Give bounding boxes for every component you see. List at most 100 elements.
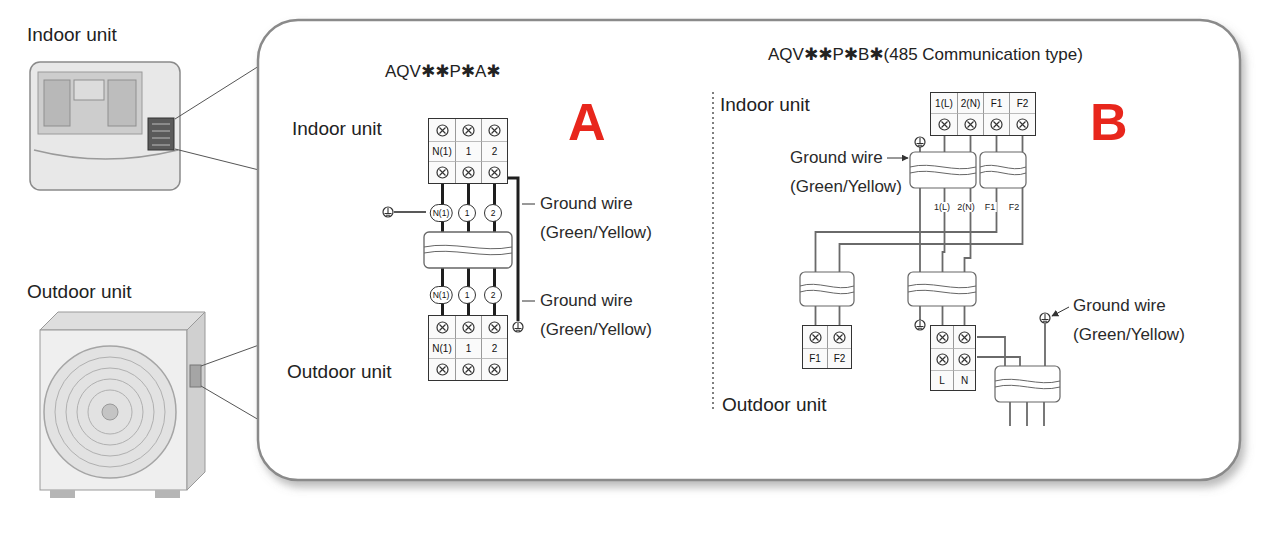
diagram-letter: A — [568, 96, 606, 148]
screw-head — [939, 119, 950, 130]
terminal-cell: N(1) — [429, 338, 455, 358]
screw-terminal — [488, 166, 501, 179]
wire-marker: 2 — [484, 286, 502, 304]
terminal-cell: F1 — [983, 93, 1009, 113]
screw-cross — [962, 334, 968, 340]
sleeve-body — [980, 152, 1026, 188]
terminal-cell: 1 — [455, 141, 481, 161]
wire-marker: 1 — [458, 204, 476, 222]
terminal-cell — [953, 326, 975, 348]
screw-cross — [939, 334, 945, 340]
screw-terminal — [462, 363, 475, 376]
sleeve-body — [800, 272, 854, 306]
outdoor-unit-foot — [50, 490, 75, 498]
indoor-unit-illustration — [30, 62, 259, 190]
model-title: AQV✱✱P✱B✱(485 Communication type) — [768, 44, 1083, 65]
terminal-cell — [429, 119, 455, 141]
terminal-cell: 2 — [481, 141, 507, 161]
terminal-cell: N(1) — [429, 141, 455, 161]
screw-cross — [962, 357, 968, 363]
terminal-cell — [481, 316, 507, 338]
outdoor-unit-foot — [155, 490, 180, 498]
screw-cross — [492, 127, 498, 133]
screw-head — [834, 332, 845, 343]
model-title: AQV✱✱P✱A✱ — [385, 61, 501, 82]
screw-head — [1017, 119, 1028, 130]
terminal-label: F1 — [991, 98, 1003, 109]
terminal-cell — [429, 358, 455, 380]
sleeve-break — [980, 165, 1026, 174]
indoor-unit-curve — [34, 150, 178, 159]
screw-head — [959, 332, 970, 343]
screw-cross — [968, 122, 974, 128]
screw-cross — [492, 170, 498, 176]
wire-label: F2 — [1008, 202, 1021, 212]
screw-head — [991, 119, 1002, 130]
screw-cross — [1020, 122, 1026, 128]
screw-head — [489, 125, 500, 136]
screw-cross — [466, 324, 472, 330]
screw-terminal — [958, 331, 971, 344]
indoor-unit-part — [108, 80, 136, 126]
screw-terminal — [964, 118, 977, 131]
terminal-cell — [931, 348, 953, 370]
screw-terminal — [488, 321, 501, 334]
terminal-block: 1(L)2(N)F1F2 — [930, 92, 1036, 136]
ground-wire — [1044, 323, 1046, 366]
ground-wire-note: Ground wire (Green/Yellow) — [1073, 292, 1198, 350]
fan-hub — [102, 404, 118, 420]
screw-terminal — [436, 363, 449, 376]
screw-cross — [994, 122, 1000, 128]
screw-cross — [812, 334, 818, 340]
ground-symbol — [915, 320, 925, 330]
outdoor-terminal-cover — [190, 365, 201, 387]
screw-head — [437, 167, 448, 178]
terminal-label: 2 — [492, 343, 498, 354]
terminal-cell: 1 — [455, 338, 481, 358]
screw-cross — [939, 357, 945, 363]
leader-arrow — [1052, 307, 1069, 316]
ground-symbol — [513, 322, 523, 332]
terminal-label: 1 — [466, 146, 472, 157]
cable-sleeve — [424, 232, 512, 268]
screw-head — [463, 125, 474, 136]
ground-wire-note: Ground wire (Green/Yellow) — [790, 144, 915, 202]
terminal-cell — [803, 326, 827, 348]
diagram-letter: B — [1090, 96, 1128, 148]
outdoor-unit-side — [187, 312, 205, 490]
sleeve-body — [995, 366, 1060, 402]
ground-symbol — [915, 137, 925, 147]
wire-marker: N(1) — [430, 204, 453, 222]
screw-terminal — [462, 321, 475, 334]
outdoor-unit-top — [40, 312, 205, 330]
screw-cross — [439, 324, 445, 330]
fan-grille — [66, 368, 154, 456]
terminal-cell — [957, 113, 983, 135]
sleeve-break — [424, 245, 512, 254]
terminal-label: L — [939, 375, 945, 386]
terminal-cell — [931, 326, 953, 348]
terminal-cell — [455, 316, 481, 338]
terminal-label: F1 — [809, 353, 821, 364]
screw-cross — [466, 127, 472, 133]
terminal-label: N(1) — [432, 146, 451, 157]
cable-sleeve — [995, 366, 1060, 402]
screw-head — [959, 354, 970, 365]
unit-caption: Indoor unit — [720, 94, 810, 116]
screw-terminal — [958, 353, 971, 366]
ground-lead — [394, 211, 426, 213]
sleeve-break — [995, 379, 1060, 388]
sleeve-body — [910, 152, 976, 188]
screw-head — [489, 167, 500, 178]
fan-grille — [88, 390, 132, 434]
terminal-block: LN — [930, 325, 976, 391]
sleeve-body — [424, 232, 512, 268]
wire-label: F1 — [984, 202, 997, 212]
wire-marker: 1 — [458, 286, 476, 304]
screw-head — [937, 332, 948, 343]
terminal-cell: N — [953, 370, 975, 390]
indoor-unit-body — [30, 62, 180, 190]
screw-terminal — [990, 118, 1003, 131]
ground-wire-note: Ground wire (Green/Yellow) — [540, 190, 665, 248]
